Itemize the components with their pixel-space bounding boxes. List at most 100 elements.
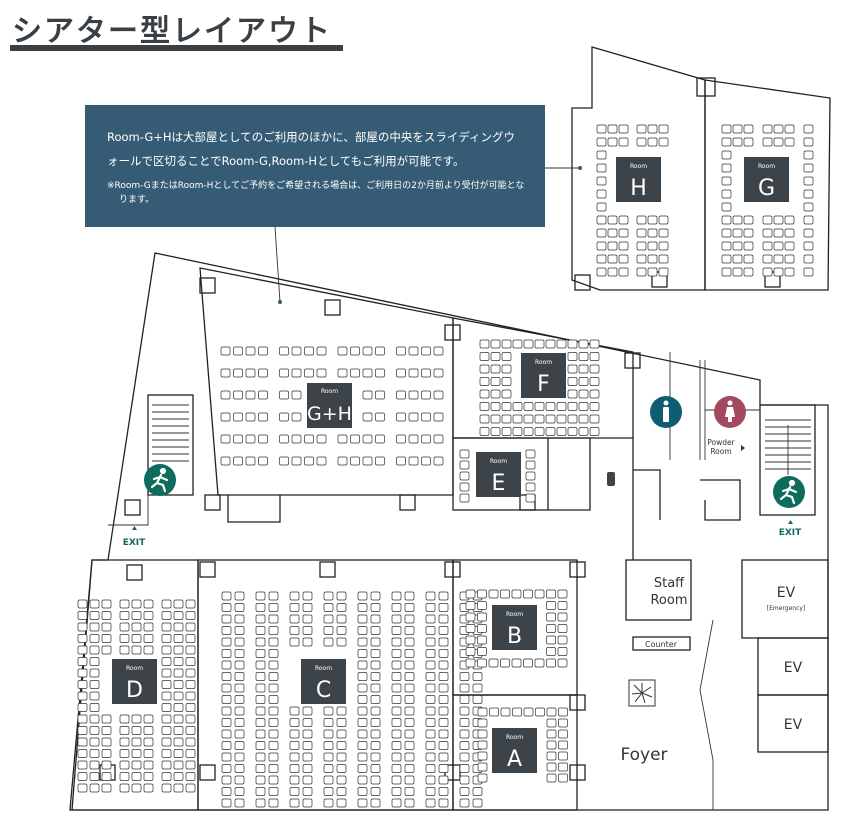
seat xyxy=(408,412,419,422)
seat xyxy=(743,228,754,238)
seat xyxy=(336,775,347,785)
seat xyxy=(477,589,487,599)
seat xyxy=(131,599,142,609)
seat xyxy=(421,368,431,378)
seat xyxy=(721,215,732,225)
seat xyxy=(77,680,88,689)
seat xyxy=(336,798,347,808)
seat xyxy=(279,368,289,378)
seat xyxy=(143,622,154,632)
male-restroom-icon[interactable] xyxy=(650,396,682,428)
seat xyxy=(234,752,245,762)
seat xyxy=(245,368,256,378)
structural-column xyxy=(569,764,586,781)
staff-room[interactable] xyxy=(625,559,692,621)
seat xyxy=(185,599,196,609)
building-outline xyxy=(69,252,829,811)
seat xyxy=(501,339,512,349)
seat xyxy=(185,726,196,735)
seat xyxy=(185,760,196,770)
seat xyxy=(255,649,266,658)
seat xyxy=(459,672,470,681)
seat xyxy=(143,783,154,793)
seat xyxy=(233,390,243,400)
seat xyxy=(596,254,607,264)
seat xyxy=(459,482,470,492)
female-restroom-icon[interactable] xyxy=(714,396,746,428)
seat xyxy=(289,591,300,601)
seat xyxy=(143,645,154,655)
seat xyxy=(721,254,732,264)
seat xyxy=(119,622,130,632)
seat xyxy=(391,764,402,773)
exit-arrow-icon xyxy=(132,526,137,530)
seat xyxy=(523,707,534,717)
seat xyxy=(425,672,436,681)
seat xyxy=(362,390,373,400)
seat xyxy=(268,787,279,796)
seat xyxy=(567,377,578,386)
seat xyxy=(370,718,381,727)
seat xyxy=(490,427,501,436)
structural-column xyxy=(444,324,461,341)
seat xyxy=(535,707,545,717)
seat xyxy=(234,741,245,750)
svg-text:Room: Room xyxy=(315,665,332,672)
room-e-area[interactable] xyxy=(452,437,549,511)
ev-2[interactable] xyxy=(757,694,829,753)
seat xyxy=(337,456,348,466)
seat xyxy=(221,660,232,670)
seat xyxy=(268,626,279,635)
seat xyxy=(268,614,279,624)
seat xyxy=(370,798,381,808)
stairs-right xyxy=(759,404,816,516)
seat xyxy=(408,368,419,378)
seat xyxy=(220,434,231,444)
seat xyxy=(258,368,268,378)
structural-column xyxy=(199,764,216,781)
seat xyxy=(370,626,381,635)
seat xyxy=(784,228,795,238)
seat xyxy=(220,346,231,356)
seat xyxy=(396,390,406,400)
title-underline xyxy=(10,45,343,51)
seat xyxy=(501,427,512,436)
seat xyxy=(119,772,130,781)
seat xyxy=(289,614,300,624)
seat xyxy=(618,228,629,238)
seat xyxy=(408,434,419,444)
seat xyxy=(77,645,88,655)
seat xyxy=(336,591,347,601)
seat xyxy=(578,402,589,411)
seat xyxy=(567,402,578,411)
seat xyxy=(472,798,483,808)
seat xyxy=(268,775,279,785)
seat xyxy=(357,603,368,612)
room-a-area[interactable] xyxy=(452,694,578,811)
seat xyxy=(433,368,444,378)
seat xyxy=(459,449,470,459)
seat xyxy=(101,749,112,758)
room-g-area[interactable] xyxy=(704,79,831,291)
seat xyxy=(459,683,470,693)
seat xyxy=(258,456,268,466)
seat xyxy=(268,764,279,773)
seat xyxy=(618,137,629,147)
seat xyxy=(523,402,534,411)
seat xyxy=(490,339,501,349)
seat xyxy=(784,215,795,225)
seat xyxy=(546,729,557,739)
seat xyxy=(501,402,512,411)
seat xyxy=(391,603,402,612)
seat xyxy=(472,695,483,704)
seat xyxy=(337,434,348,444)
